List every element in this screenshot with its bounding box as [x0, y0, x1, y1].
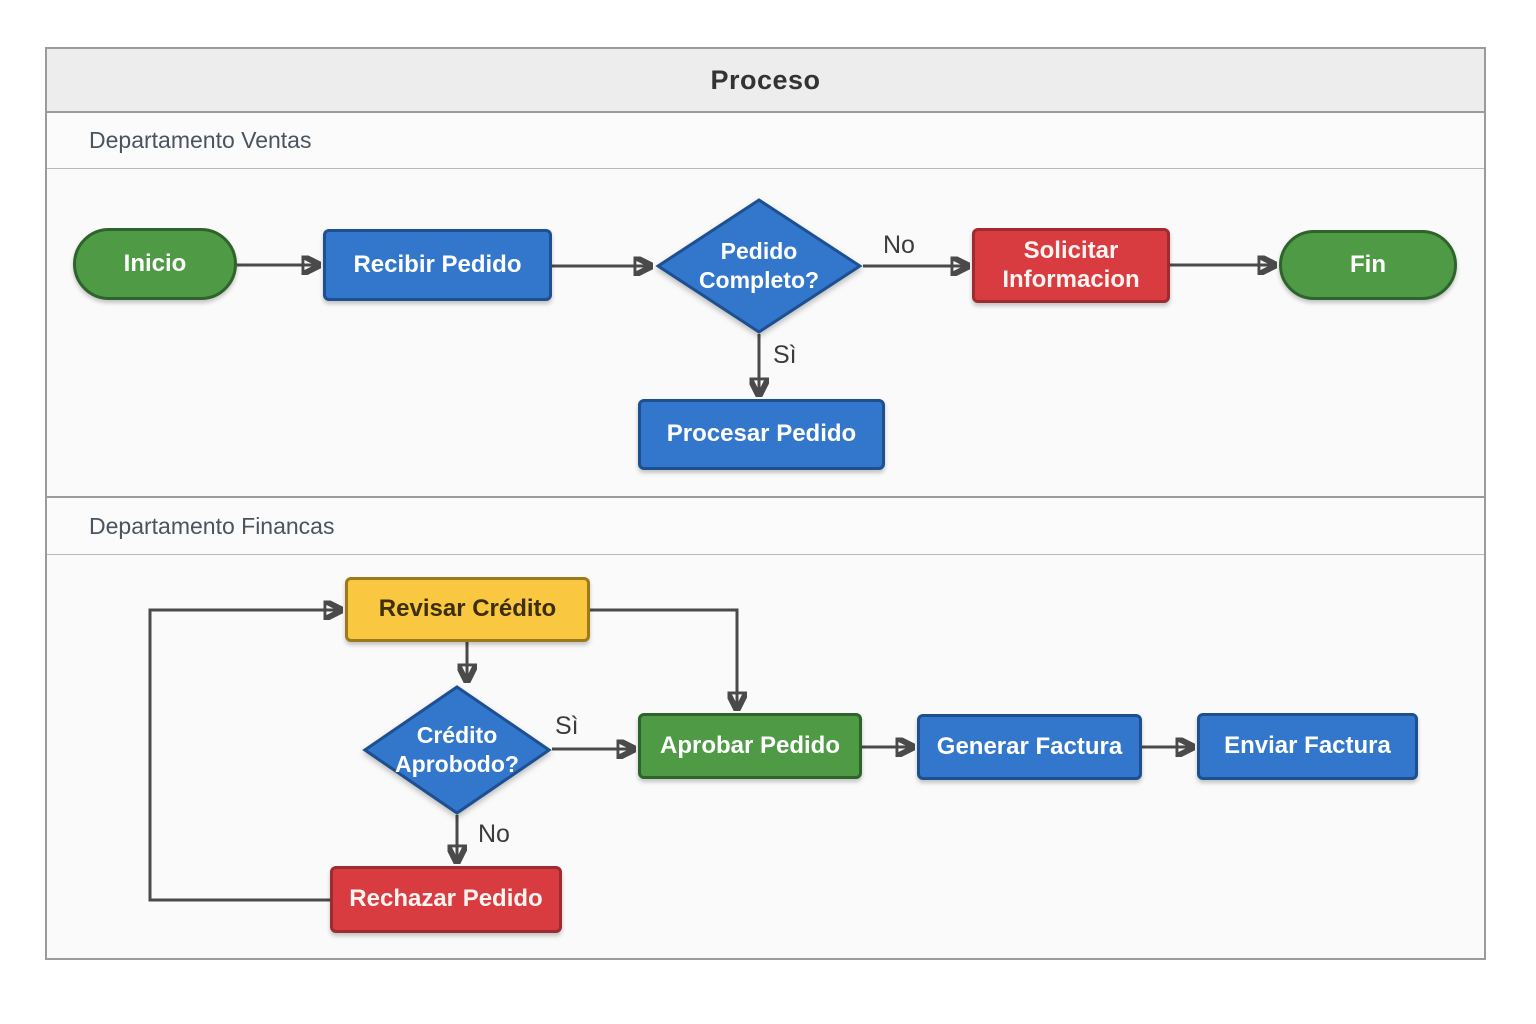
node-fin: Fin — [1279, 230, 1457, 300]
node-solicitar-informacion-label: Solicitar Informacion — [1002, 236, 1140, 293]
node-procesar-pedido-label: Procesar Pedido — [666, 420, 857, 448]
edge-label-credito-no: No — [478, 820, 510, 848]
edge-label-pedido-no: No — [883, 231, 915, 259]
node-enviar-factura-label: Enviar Factura — [1224, 732, 1391, 760]
diamond-shape-pedido-completo — [655, 198, 863, 334]
node-procesar-pedido: Procesar Pedido — [638, 399, 885, 470]
node-aprobar-pedido: Aprobar Pedido — [638, 713, 862, 779]
node-pedido-completo: Pedido Completo? — [655, 198, 863, 334]
diagram-title: Proceso — [710, 64, 821, 95]
node-solicitar-informacion: Solicitar Informacion — [972, 228, 1170, 303]
lane-label-ventas: Departamento Ventas — [89, 127, 312, 153]
node-recibir-pedido-label: Recibir Pedido — [353, 250, 522, 278]
node-enviar-factura: Enviar Factura — [1197, 713, 1418, 780]
node-fin-label: Fin — [1350, 250, 1386, 278]
lane-header-financas: Departamento Financas — [47, 498, 1484, 555]
node-recibir-pedido: Recibir Pedido — [323, 229, 552, 301]
swimlane-frame: Proceso Departamento Ventas Departamento… — [45, 47, 1486, 960]
node-pedido-completo-label: Pedido Completo? — [698, 238, 820, 293]
node-aprobar-pedido-label: Aprobar Pedido — [659, 731, 840, 759]
node-credito-aprobado: Crédito Aprobodo? — [362, 685, 552, 815]
diagram-title-bar: Proceso — [47, 49, 1484, 113]
node-credito-aprobado-label: Crédito Aprobodo? — [395, 722, 519, 777]
node-revisar-credito-label: Revisar Crédito — [378, 595, 557, 623]
lane-body-ventas — [47, 169, 1484, 498]
node-rechazar-pedido: Rechazar Pedido — [330, 866, 562, 933]
edge-label-pedido-si: Sì — [773, 341, 797, 369]
edge-label-credito-si: Sì — [555, 712, 579, 740]
node-inicio-label: Inicio — [123, 249, 187, 277]
node-revisar-credito: Revisar Crédito — [345, 577, 590, 642]
node-rechazar-pedido-label: Rechazar Pedido — [349, 885, 543, 913]
lane-header-ventas: Departamento Ventas — [47, 113, 1484, 169]
node-inicio: Inicio — [73, 228, 237, 300]
node-generar-factura-label: Generar Factura — [936, 732, 1123, 760]
node-generar-factura: Generar Factura — [917, 714, 1142, 780]
lane-label-financas: Departamento Financas — [89, 512, 335, 539]
diamond-shape-credito-aprobado — [362, 685, 552, 815]
